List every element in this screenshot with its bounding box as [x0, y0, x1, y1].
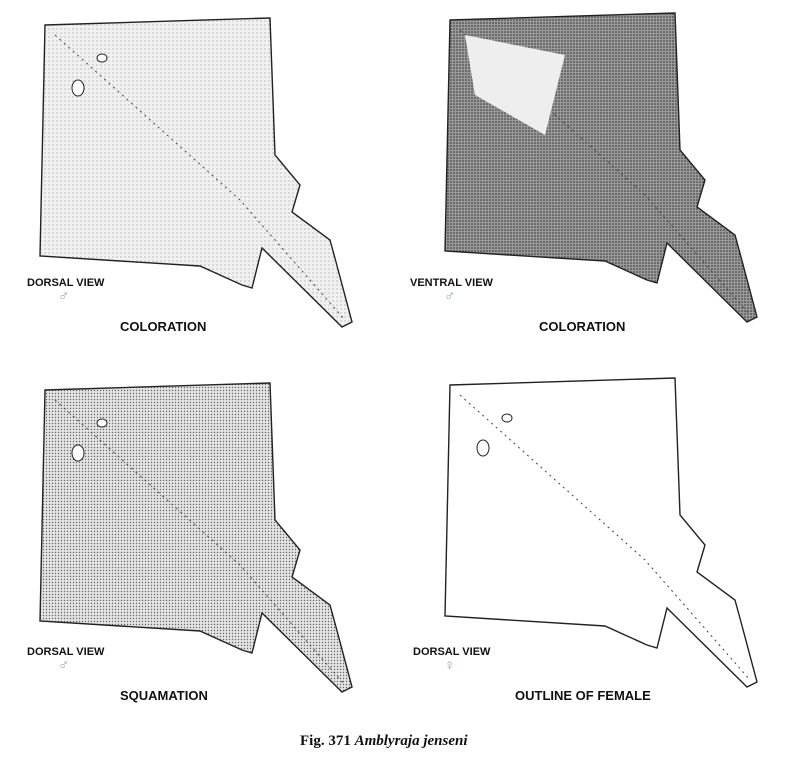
panel-3-view-label: DORSAL VIEW: [27, 646, 105, 658]
panel-1-view-label: DORSAL VIEW: [27, 277, 105, 289]
figure-caption: Fig. 371 Amblyraja jenseni: [300, 733, 468, 750]
panel-4-title: OUTLINE OF FEMALE: [515, 688, 651, 703]
panel-1-title: COLORATION: [120, 319, 207, 334]
panel-2-view-label: VENTRAL VIEW: [410, 277, 493, 289]
male-symbol: ♂: [58, 657, 70, 674]
male-symbol: ♂: [444, 288, 456, 305]
species-name: Amblyraja jenseni: [354, 733, 468, 749]
ray-female-outline: [444, 377, 758, 688]
figure-number: Fig. 371: [300, 733, 351, 749]
panel-4-view-label: DORSAL VIEW: [413, 646, 491, 658]
panel-3-title: SQUAMATION: [120, 688, 208, 703]
ray-ventral-coloration: [444, 12, 758, 323]
male-symbol: ♂: [58, 288, 70, 305]
panel-2-title: COLORATION: [539, 319, 626, 334]
female-symbol: ♀: [444, 657, 456, 674]
